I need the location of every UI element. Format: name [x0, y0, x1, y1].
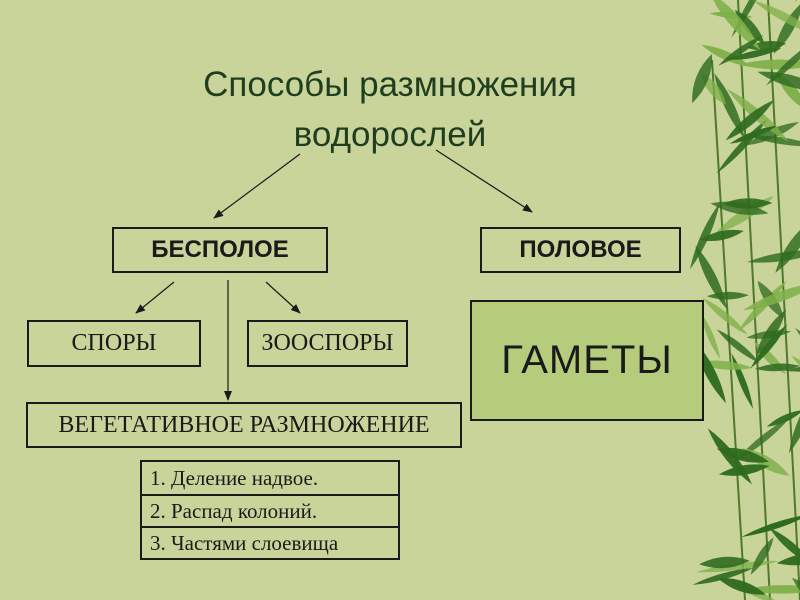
bamboo-leaf: [773, 1, 800, 54]
bamboo-leaf: [741, 514, 800, 538]
vegetative-label: ВЕГЕТАТИВНОЕ РАЗМНОЖЕНИЕ: [58, 411, 430, 438]
sexual-box: ПОЛОВОЕ: [480, 227, 681, 273]
bamboo-leaf: [699, 229, 744, 242]
bamboo-leaf: [776, 552, 800, 566]
bamboo-leaf: [692, 568, 754, 585]
bamboo-leaf: [714, 73, 745, 139]
asexual-label: БЕСПОЛОЕ: [151, 236, 289, 263]
bamboo-leaf: [755, 309, 786, 356]
bamboo-leaf: [729, 125, 778, 144]
spores-label: СПОРЫ: [71, 330, 157, 356]
bamboo-leaf: [716, 447, 769, 463]
sexual-label: ПОЛОВОЕ: [519, 236, 642, 263]
bamboo-leaf: [718, 464, 770, 476]
bamboo-leaf: [700, 312, 721, 359]
bamboo-leaf: [745, 122, 799, 146]
zoospores-label: ЗООСПОРЫ: [261, 330, 394, 356]
bamboo-leaf: [722, 198, 773, 209]
list-item: 2. Распад колоний.: [142, 494, 398, 526]
vegetative-box: ВЕГЕТАТИВНОЕ РАЗМНОЖЕНИЕ: [26, 402, 462, 448]
bamboo-leaf: [753, 0, 800, 36]
bamboo-leaf: [742, 282, 800, 311]
gametes-label: ГАМЕТЫ: [501, 338, 673, 382]
bamboo-leaf: [699, 556, 750, 569]
title-line-1: Способы размножения: [203, 65, 577, 104]
bamboo-leaf: [769, 527, 800, 567]
arrow-to-sexual: [435, 149, 533, 213]
bamboo-leaf: [716, 329, 760, 364]
zoospores-box: ЗООСПОРЫ: [247, 320, 408, 367]
title-line-2: водорослей: [293, 115, 487, 154]
bamboo-leaf: [690, 203, 720, 270]
asexual-box: БЕСПОЛОЕ: [112, 227, 328, 273]
arrow-to-asexual: [213, 153, 301, 219]
arrow-to-spores: [135, 281, 175, 314]
bamboo-leaf: [706, 291, 750, 300]
bamboo-leaf: [709, 0, 761, 51]
bamboo-leaf: [757, 71, 800, 91]
vegetative-methods-list: 1. Деление надвое. 2. Распад колоний. 3.…: [140, 460, 400, 560]
bamboo-leaf: [788, 390, 800, 454]
gametes-box: ГАМЕТЫ: [470, 300, 704, 421]
bamboo-leaf: [750, 537, 774, 575]
bamboo-leaf: [755, 363, 800, 372]
list-item: 1. Деление надвое.: [150, 465, 319, 490]
list-item: 3. Частями слоевища: [142, 526, 398, 558]
bamboo-leaf: [710, 201, 769, 215]
page-title: Способы размножения водорослей: [120, 60, 660, 160]
bamboo-leaf: [718, 35, 764, 66]
arrow-to-zoospores: [265, 281, 301, 314]
bamboo-leaf: [725, 99, 775, 141]
bamboo-leaf: [750, 324, 788, 369]
bamboo-leaf: [766, 410, 800, 427]
bamboo-leaf: [738, 59, 800, 70]
bamboo-leaf: [692, 53, 713, 104]
bamboo-leaf: [775, 219, 800, 273]
bamboo-leaf: [727, 48, 782, 60]
bamboo-leaf: [701, 44, 751, 67]
bamboo-leaf: [717, 578, 766, 595]
bamboo-leaf: [742, 585, 800, 594]
spores-box: СПОРЫ: [27, 320, 201, 367]
bamboo-leaf: [702, 297, 748, 336]
bamboo-stem: [711, 59, 746, 600]
bamboo-leaf: [734, 9, 765, 45]
